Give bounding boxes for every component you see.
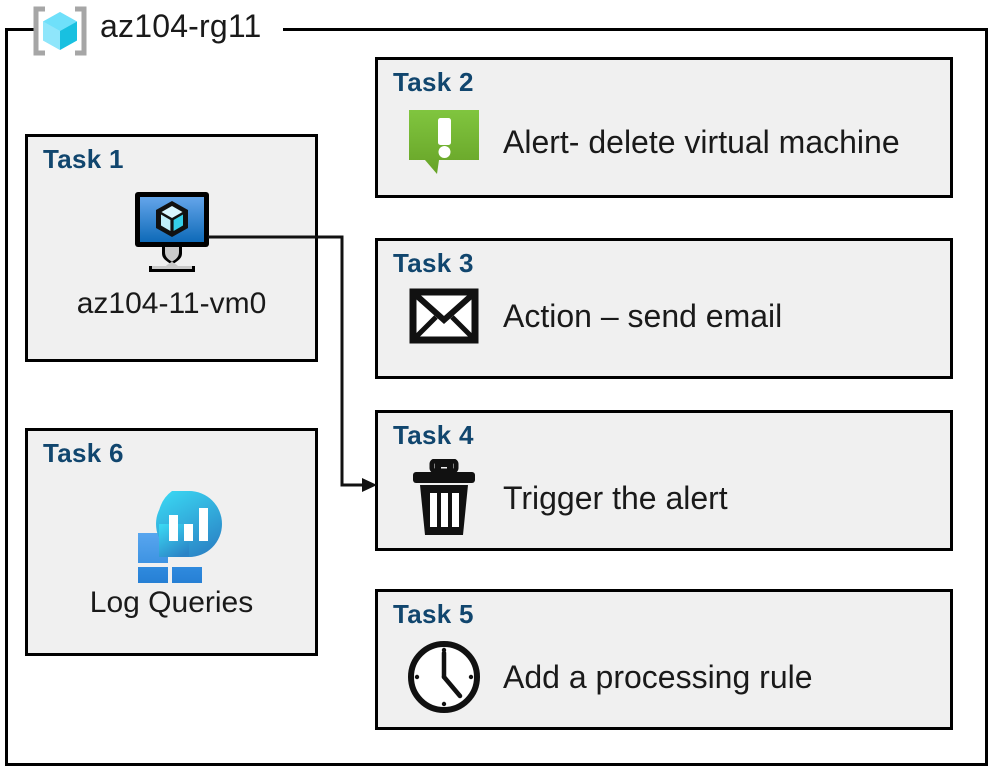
virtual-machine-icon	[28, 189, 315, 275]
task-card-title: Task 4	[393, 420, 474, 450]
resource-group-frame-top-left-segment	[5, 28, 38, 31]
task-card-label: Add a processing rule	[503, 658, 813, 695]
clock-icon	[403, 638, 485, 716]
task-card-caption: Log Queries	[89, 586, 254, 619]
task-card-label: Trigger the alert	[503, 479, 728, 516]
task-card-task3[interactable]: Task 3 Action – send email	[375, 238, 953, 379]
task-card-title: Task 6	[43, 438, 124, 468]
task-card-task2[interactable]: Task 2 Alert- delete virtual machine	[375, 57, 953, 198]
task-card-label: Action – send email	[503, 297, 783, 334]
log-analytics-icon	[28, 483, 315, 583]
task-card-title: Task 3	[393, 248, 474, 278]
task-card-label: Alert- delete virtual machine	[503, 123, 900, 160]
task-card-task6[interactable]: Task 6	[25, 428, 318, 656]
alert-exclamation-icon	[403, 106, 485, 178]
task-card-title: Task 5	[393, 599, 474, 629]
task-card-task5[interactable]: Task 5 Add a processing rule	[375, 589, 953, 730]
resource-group-frame	[5, 28, 988, 766]
envelope-icon	[403, 287, 485, 345]
task-card-caption: az104-11-vm0	[76, 287, 267, 320]
task-card-title: Task 1	[43, 144, 124, 174]
azure-resource-group-icon	[32, 6, 88, 56]
task-card-title: Task 2	[393, 67, 474, 97]
resource-group-frame-top-right-segment	[283, 28, 988, 31]
trash-delete-icon	[403, 459, 485, 537]
task-card-task4[interactable]: Task 4 Trigger the alert	[375, 410, 953, 551]
task-card-task1[interactable]: Task 1 az104-11-vm0	[25, 134, 318, 362]
resource-group-label: az104-rg11	[100, 8, 262, 44]
